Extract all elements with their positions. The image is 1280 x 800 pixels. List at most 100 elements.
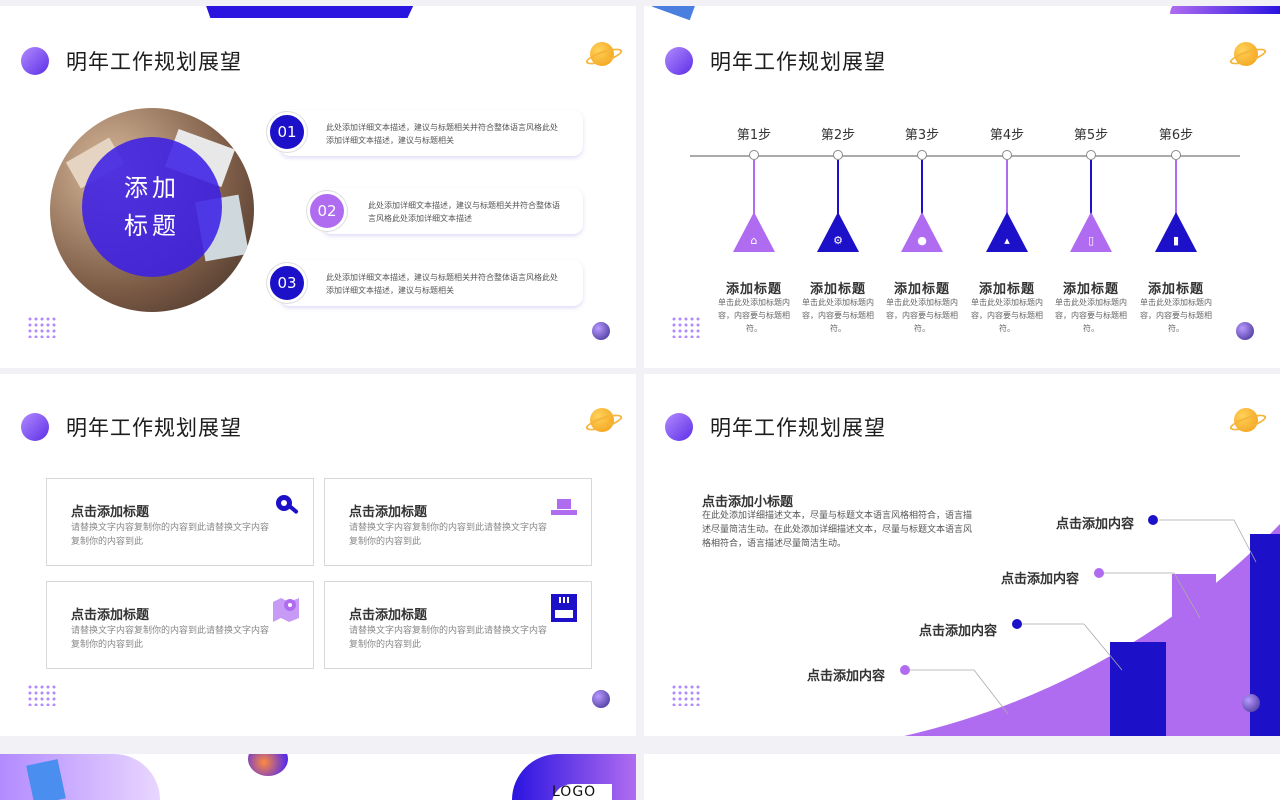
callout-dot-1	[1148, 515, 1158, 525]
card-desc: 请替换文字内容复制你的内容到此请替换文字内容复制你的内容到此	[71, 626, 270, 650]
step-desc: 单击此处添加标题内容，内容要与标题相符。	[802, 298, 874, 333]
slide-title: 明年工作规划展望	[710, 416, 886, 440]
step-desc: 单击此处添加标题内容，内容要与标题相符。	[886, 298, 958, 333]
connector-line-2	[1103, 572, 1201, 619]
title-bullet-icon	[21, 47, 49, 75]
item-number-2: 02	[307, 191, 347, 231]
card-title: 点击添加标题	[71, 608, 150, 623]
corner-gradient-shape	[1170, 6, 1280, 14]
moon-icon	[1242, 694, 1260, 712]
gears-icon: ⚙	[833, 234, 843, 247]
slide-6-partial	[644, 754, 1280, 800]
step-stem	[1090, 160, 1092, 218]
connector-line-4	[909, 669, 1009, 715]
connector-line-3	[1021, 623, 1123, 671]
step-node	[1171, 150, 1181, 160]
step-stem	[1006, 160, 1008, 218]
callout-label-2: 点击添加内容	[1001, 572, 1080, 587]
card-title: 点击添加标题	[349, 608, 428, 623]
timeline-step-5[interactable]: 第5步 ▯ 添加标题 单击此处添加标题内容，内容要与标题相符。	[1055, 124, 1127, 333]
step-stem	[921, 160, 923, 218]
step-desc: 单击此处添加标题内容，内容要与标题相符。	[1140, 298, 1212, 333]
title-bullet-icon	[21, 413, 49, 441]
step-stem	[837, 160, 839, 218]
step-stem	[1175, 160, 1177, 218]
slide-3: 明年工作规划展望 点击添加标题 请替换文字内容复制你的内容到此请替换文字内容复制…	[0, 374, 636, 736]
step-heading: 添加标题	[1062, 282, 1119, 297]
feature-card-1[interactable]: 点击添加标题 请替换文字内容复制你的内容到此请替换文字内容复制你的内容到此	[46, 478, 314, 566]
step-node	[917, 150, 927, 160]
home-icon: ⌂	[750, 234, 758, 247]
dot-grid-decoration	[671, 684, 701, 706]
callout-dot-2	[1094, 568, 1104, 578]
item-text-2: 此处添加详细文本描述，建议与标题相关并符合整体语言风格此处添加详细文本描述	[368, 201, 560, 223]
feature-card-2[interactable]: 点击添加标题 请替换文字内容复制你的内容到此请替换文字内容复制你的内容到此	[324, 478, 592, 566]
planet-icon	[1234, 408, 1258, 432]
subtitle-desc: 在此处添加详细描述文本，尽量与标题文本语言风格相符合，语言描述尽量简洁生动。在此…	[702, 511, 973, 549]
timeline-step-3[interactable]: 第3步 ● 添加标题 单击此处添加标题内容，内容要与标题相符。	[886, 124, 958, 333]
tablet-icon: ▯	[1087, 234, 1095, 247]
connector-line-1	[1159, 519, 1257, 563]
callout-label-3: 点击添加内容	[919, 624, 998, 639]
signal-icon: ▮	[1172, 234, 1180, 247]
growth-bar-1	[1110, 642, 1166, 736]
feature-card-4[interactable]: 点击添加标题 请替换文字内容复制你的内容到此请替换文字内容复制你的内容到此	[324, 581, 592, 669]
card-title: 点击添加标题	[349, 505, 428, 520]
item-box-3[interactable]: 此处添加详细文本描述，建议与标题相关并符合整体语言风格此处添加详细文本描述，建议…	[280, 260, 583, 306]
growth-curve	[903, 524, 1280, 736]
planet-icon	[590, 408, 614, 432]
item-box-1[interactable]: 此处添加详细文本描述，建议与标题相关并符合整体语言风格此处添加详细文本描述，建议…	[280, 110, 583, 156]
slide-2: 明年工作规划展望 第1步 ⌂ 添加标题 单击此处添加标题内容，内容要与标题相符。…	[644, 6, 1280, 368]
step-triangle	[901, 212, 943, 252]
book-icon	[652, 6, 696, 21]
circle-title: 添加标题	[124, 174, 180, 240]
step-label: 第6步	[1158, 128, 1194, 143]
logo-text: LOGO	[552, 784, 612, 800]
step-heading: 添加标题	[725, 282, 782, 297]
title-bullet-icon	[665, 413, 693, 441]
planet-icon	[1234, 42, 1258, 66]
timeline-step-4[interactable]: 第4步 ▴ 添加标题 单击此处添加标题内容，内容要与标题相符。	[971, 124, 1043, 333]
user-icon: ●	[917, 234, 927, 247]
item-text-1: 此处添加详细文本描述，建议与标题相关并符合整体语言风格此处添加详细文本描述，建议…	[326, 123, 558, 145]
card-desc: 请替换文字内容复制你的内容到此请替换文字内容复制你的内容到此	[71, 523, 270, 547]
card-title: 点击添加标题	[71, 505, 150, 520]
slide-4: 明年工作规划展望 点击添加小标题 在此处添加详细描述文本，尽量与标题文本语言风格…	[644, 374, 1280, 736]
item-box-2[interactable]: 此处添加详细文本描述，建议与标题相关并符合整体语言风格此处添加详细文本描述	[322, 188, 583, 234]
feature-card-3[interactable]: 点击添加标题 请替换文字内容复制你的内容到此请替换文字内容复制你的内容到此	[46, 581, 314, 669]
title-bullet-icon	[665, 47, 693, 75]
step-triangle	[986, 212, 1028, 252]
moon-icon	[1236, 322, 1254, 340]
step-triangle	[1155, 212, 1197, 252]
step-heading: 添加标题	[1147, 282, 1204, 297]
slide-title: 明年工作规划展望	[710, 50, 886, 74]
moon-icon	[592, 322, 610, 340]
step-triangle	[1070, 212, 1112, 252]
laptop-icon	[551, 499, 577, 515]
step-desc: 单击此处添加标题内容，内容要与标题相符。	[1055, 298, 1127, 333]
step-triangle	[817, 212, 859, 252]
item-number-1: 01	[267, 112, 307, 152]
slide-1: 明年工作规划展望 添加标题 此处添加详细文本描述，建议与标题相关并符合整体语言风…	[0, 6, 636, 368]
org-chart-icon: ▴	[1004, 234, 1010, 247]
slide-title: 明年工作规划展望	[66, 50, 242, 74]
moon-icon	[592, 690, 610, 708]
step-label: 第5步	[1073, 128, 1109, 143]
step-node	[833, 150, 843, 160]
step-label: 第1步	[736, 128, 772, 143]
step-heading: 添加标题	[809, 282, 866, 297]
step-desc: 单击此处添加标题内容，内容要与标题相符。	[718, 298, 790, 333]
timeline-step-6[interactable]: 第6步 ▮ 添加标题 单击此处添加标题内容，内容要与标题相符。	[1140, 124, 1212, 333]
card-desc: 请替换文字内容复制你的内容到此请替换文字内容复制你的内容到此	[349, 626, 548, 650]
timeline-step-2[interactable]: 第2步 ⚙ 添加标题 单击此处添加标题内容，内容要与标题相符。	[802, 124, 874, 333]
slide-5-partial: LOGO	[0, 754, 636, 800]
step-desc: 单击此处添加标题内容，内容要与标题相符。	[971, 298, 1043, 333]
timeline-step-1[interactable]: 第1步 ⌂ 添加标题 单击此处添加标题内容，内容要与标题相符。	[718, 124, 790, 333]
header-tab-shape	[204, 6, 416, 18]
subtitle: 点击添加小标题	[702, 495, 794, 510]
step-node	[1002, 150, 1012, 160]
step-heading: 添加标题	[893, 282, 950, 297]
callout-label-1: 点击添加内容	[1056, 517, 1135, 532]
title-circle[interactable]: 添加标题	[82, 137, 222, 277]
callout-label-4: 点击添加内容	[807, 669, 886, 684]
